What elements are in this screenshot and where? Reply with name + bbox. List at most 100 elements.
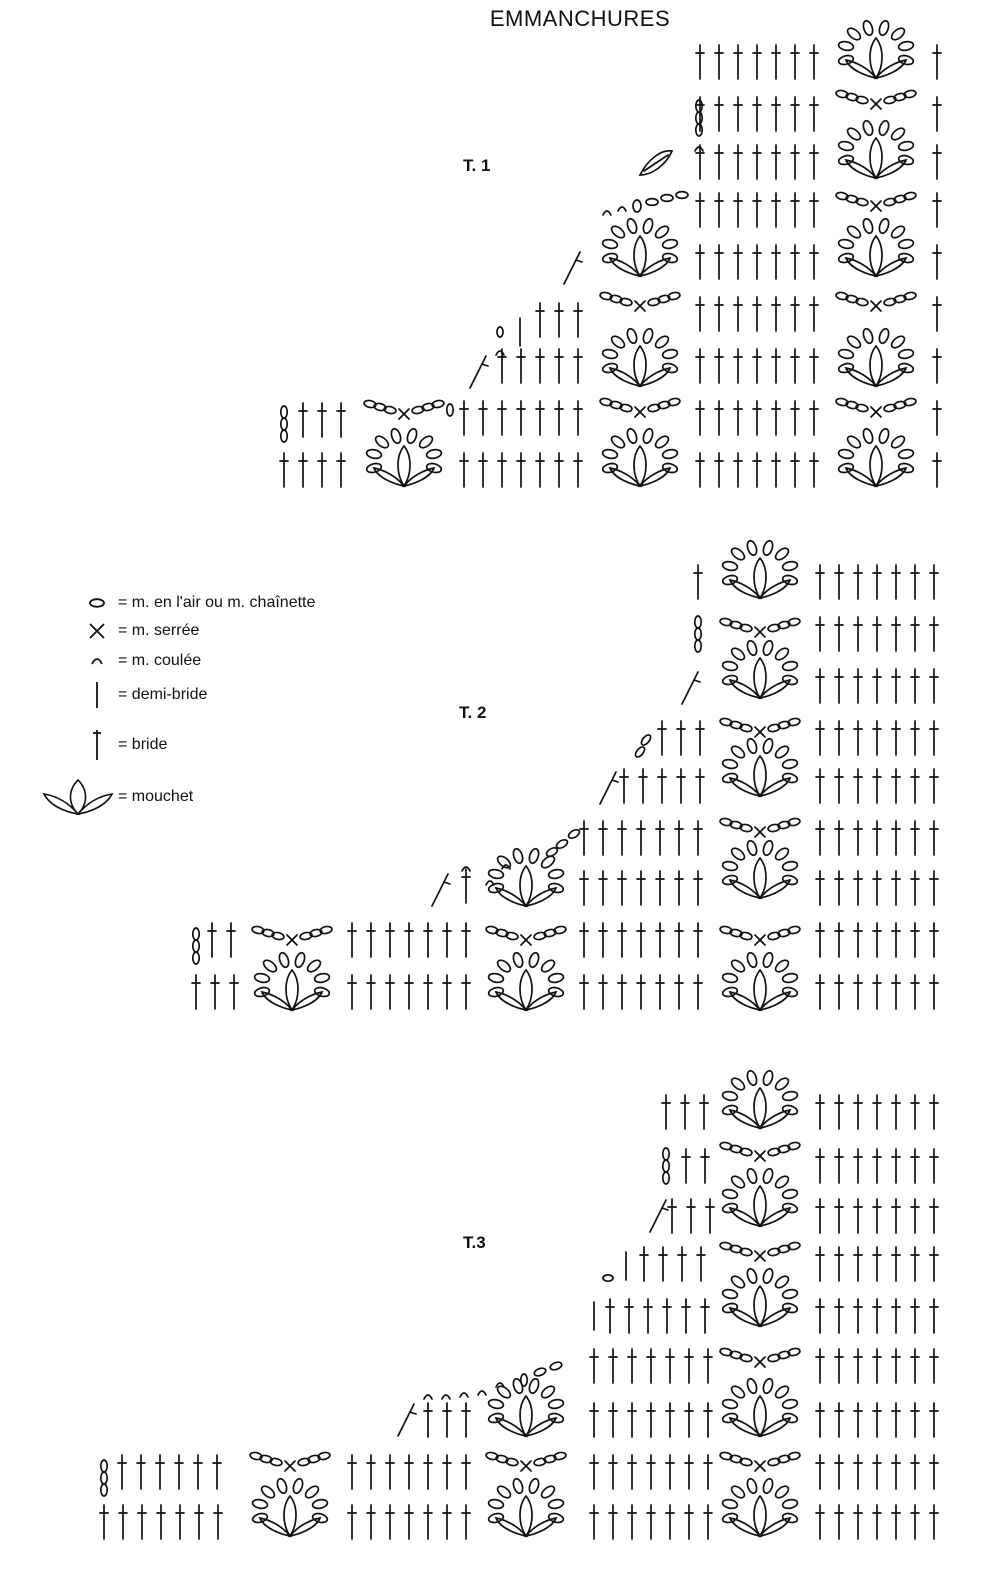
bride-symbol (194, 1504, 204, 1540)
bride-symbol (929, 1094, 939, 1130)
bride-symbol (347, 1504, 357, 1540)
bride-symbol (676, 768, 686, 804)
chain-row-symbol (835, 397, 917, 418)
bride-symbol (815, 870, 825, 906)
slip-stitch-symbol (495, 350, 505, 356)
bride-symbol (910, 1402, 920, 1438)
bride-symbol (366, 1504, 376, 1540)
bride-symbol (853, 668, 863, 704)
chain-row-symbol (835, 89, 917, 110)
bride-symbol (834, 668, 844, 704)
bride-symbol (118, 1504, 128, 1540)
bride-symbol (655, 820, 665, 856)
chain-oval-symbol (634, 746, 646, 758)
bride-symbol (872, 1298, 882, 1334)
bride-symbol (639, 1246, 649, 1282)
bride-symbol (137, 1504, 147, 1540)
mouchet-symbol (837, 427, 915, 488)
bride-symbol (423, 1504, 433, 1540)
mouchet-symbol (721, 1267, 799, 1328)
bride-symbol (853, 1094, 863, 1130)
bride-symbol (853, 870, 863, 906)
chain-row-symbol (835, 291, 917, 312)
bride-symbol (929, 1504, 939, 1540)
bride-symbol (579, 870, 589, 906)
bride-symbol (589, 1348, 599, 1384)
bride-symbol (872, 870, 882, 906)
bride-symbol (714, 348, 724, 384)
bride-symbol (714, 296, 724, 332)
bride-symbol (790, 44, 800, 80)
bride-symbol (771, 44, 781, 80)
legend-item-cluster: = mouchet (40, 778, 400, 816)
bride-symbol (336, 452, 346, 488)
bride-symbol (815, 922, 825, 958)
bride-symbol (872, 1454, 882, 1490)
chain-oval-symbol (445, 403, 455, 417)
bride-symbol (714, 244, 724, 280)
chain-row-symbol (719, 1451, 801, 1472)
chart-title: EMMANCHURES (489, 6, 671, 31)
bride-symbol (910, 1148, 920, 1184)
mouchet-symbol (487, 847, 565, 908)
bride-symbol (932, 452, 942, 488)
bride-symbol (535, 302, 545, 338)
bride-symbol (279, 452, 289, 488)
bride-symbol (516, 400, 526, 436)
bride-symbol (932, 144, 942, 180)
cluster-icon (42, 778, 114, 816)
bride-symbol (461, 868, 471, 904)
bride-symbol (771, 144, 781, 180)
legend-item-half-double: = demi-bride (40, 680, 400, 710)
bride-symbol (872, 616, 882, 652)
bride-symbol (752, 296, 762, 332)
bride-symbol (815, 668, 825, 704)
chain-row-symbol (249, 1451, 331, 1472)
bride-symbol (853, 616, 863, 652)
bride-symbol (693, 974, 703, 1010)
bride-symbol (667, 1198, 677, 1234)
bride-symbol (695, 244, 705, 280)
bride-symbol (815, 974, 825, 1010)
bride-symbol (700, 1148, 710, 1184)
bride-symbol (461, 974, 471, 1010)
bride-symbol (872, 1198, 882, 1234)
bride-symbol (385, 922, 395, 958)
bride-symbol (891, 1198, 901, 1234)
bride-symbol (714, 452, 724, 488)
bride-symbol (608, 1454, 618, 1490)
bride-symbol (815, 1198, 825, 1234)
bride-symbol (535, 400, 545, 436)
bride-symbol (891, 922, 901, 958)
bride-symbol (423, 974, 433, 1010)
mouchet-symbol (487, 951, 565, 1012)
bride-symbol (929, 870, 939, 906)
cross-icon (89, 623, 105, 639)
bride-symbol (535, 348, 545, 384)
bride-symbol (853, 564, 863, 600)
bride-symbol (385, 1454, 395, 1490)
arc-icon (91, 658, 103, 665)
bride-symbol (891, 1298, 901, 1334)
bride-symbol (929, 1348, 939, 1384)
chain-oval-symbol (602, 1273, 614, 1283)
slip-stitch-symbol (485, 880, 495, 886)
bride-symbol (932, 192, 942, 228)
bride-symbol (589, 1504, 599, 1540)
bride-symbol (733, 244, 743, 280)
bride-symbol (442, 1504, 452, 1540)
chain-oval-symbol (632, 199, 642, 213)
bride-symbol (853, 974, 863, 1010)
bride-symbol (213, 1504, 223, 1540)
bride-symbol (684, 1504, 694, 1540)
bride-symbol (809, 348, 819, 384)
bride-symbol (733, 44, 743, 80)
bride-symbol (461, 922, 471, 958)
bride-symbol (714, 192, 724, 228)
bride-symbol (608, 1348, 618, 1384)
bride-symbol (535, 452, 545, 488)
bride-symbol (442, 1402, 452, 1438)
bride-symbol (891, 768, 901, 804)
bride-symbol (643, 1298, 653, 1334)
